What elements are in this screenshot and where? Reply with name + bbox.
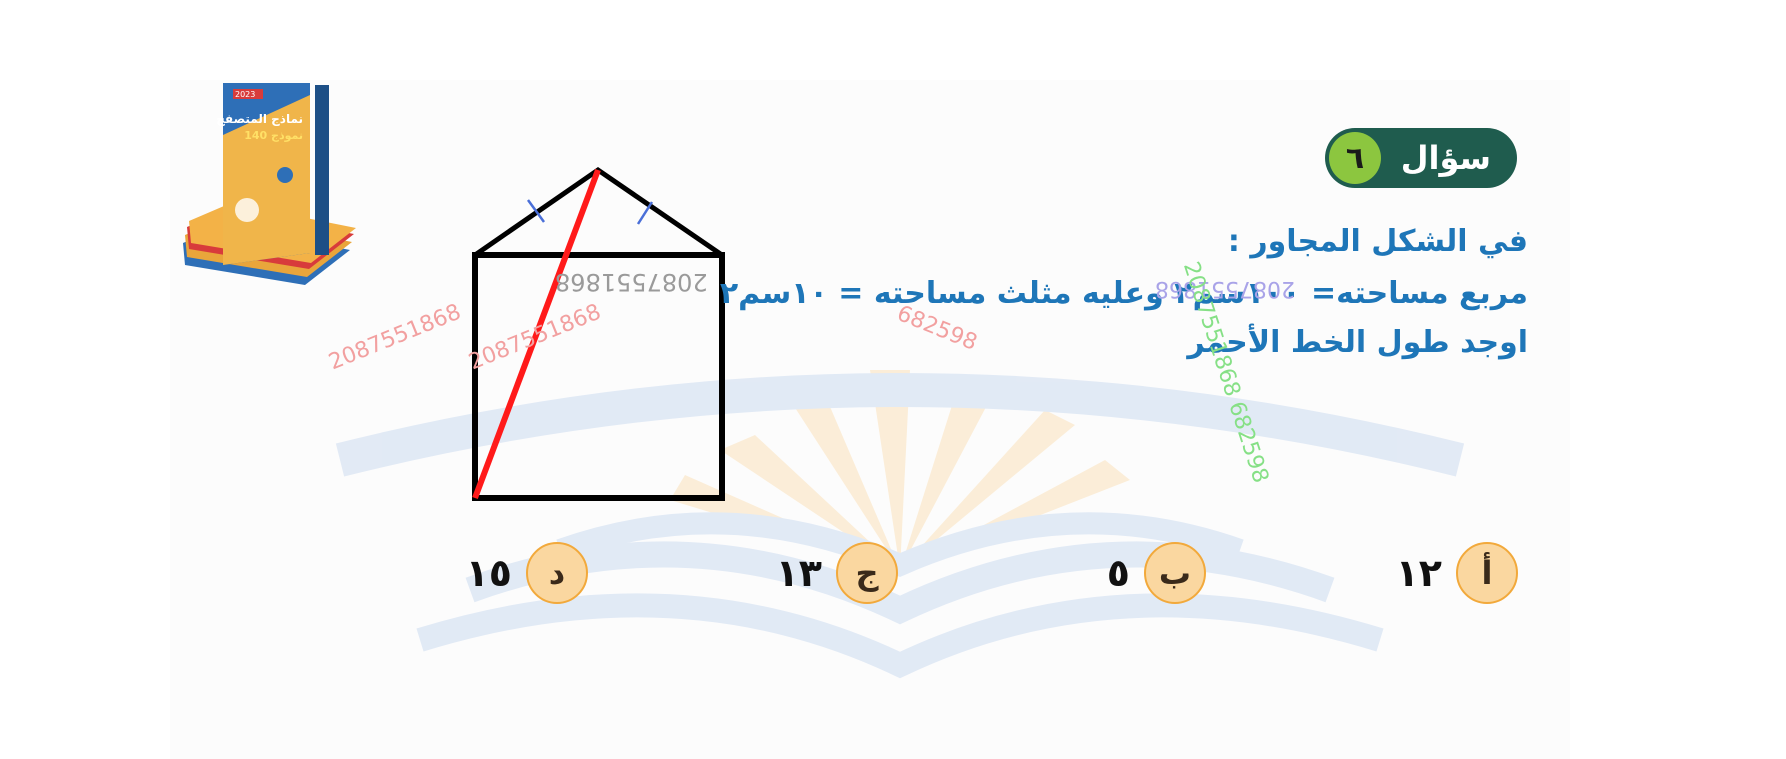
geometry-figure <box>472 166 725 501</box>
question-label: سؤال <box>1400 139 1491 177</box>
question-line-1: في الشكل المجاور : <box>1227 224 1528 259</box>
question-line-2: مربع مساحته= ١٠٠سم٢ وعليه مثلث مساحته = … <box>719 276 1528 311</box>
book-pages-3 <box>416 593 1384 679</box>
answer-letter: ب <box>1144 542 1206 604</box>
answer-value: ١٢ <box>1395 551 1442 595</box>
triangle-outline <box>473 166 724 258</box>
background-panel <box>170 80 1570 759</box>
answer-option-d[interactable]: د ١٥ <box>466 540 588 606</box>
red-line <box>472 168 601 500</box>
question-line-3: اوجد طول الخط الأحمر <box>1187 325 1528 360</box>
answer-option-a[interactable]: أ ١٢ <box>1396 540 1518 606</box>
question-badge: سؤال ٦ <box>1325 128 1517 188</box>
answer-option-c[interactable]: ج ١٣ <box>776 540 898 606</box>
tick-mark-right <box>636 201 654 225</box>
watermark-text: 2087551868 <box>1155 276 1295 301</box>
sun-rays <box>670 370 1130 570</box>
book-count: 140 نموذج <box>244 129 303 143</box>
answer-value: ٥ <box>1106 551 1130 595</box>
answer-letter: أ <box>1456 542 1518 604</box>
answer-letter: د <box>526 542 588 604</box>
book-title: نماذج المتصفح <box>216 112 303 126</box>
book-pages-1 <box>556 512 1244 578</box>
answer-value: ١٥ <box>465 551 512 595</box>
answer-letter: ج <box>836 542 898 604</box>
answer-value: ١٣ <box>775 551 822 595</box>
tick-mark-left <box>526 199 546 223</box>
square-outline <box>472 252 725 501</box>
watermark-text: 2087551868 <box>555 268 708 296</box>
book-year: 2023 <box>235 90 255 99</box>
book-cover-image: 2023 نماذج المتصفح 140 نموذج <box>183 83 356 285</box>
question-number: ٦ <box>1329 132 1381 184</box>
answer-option-b[interactable]: ب ٥ <box>1107 540 1206 606</box>
